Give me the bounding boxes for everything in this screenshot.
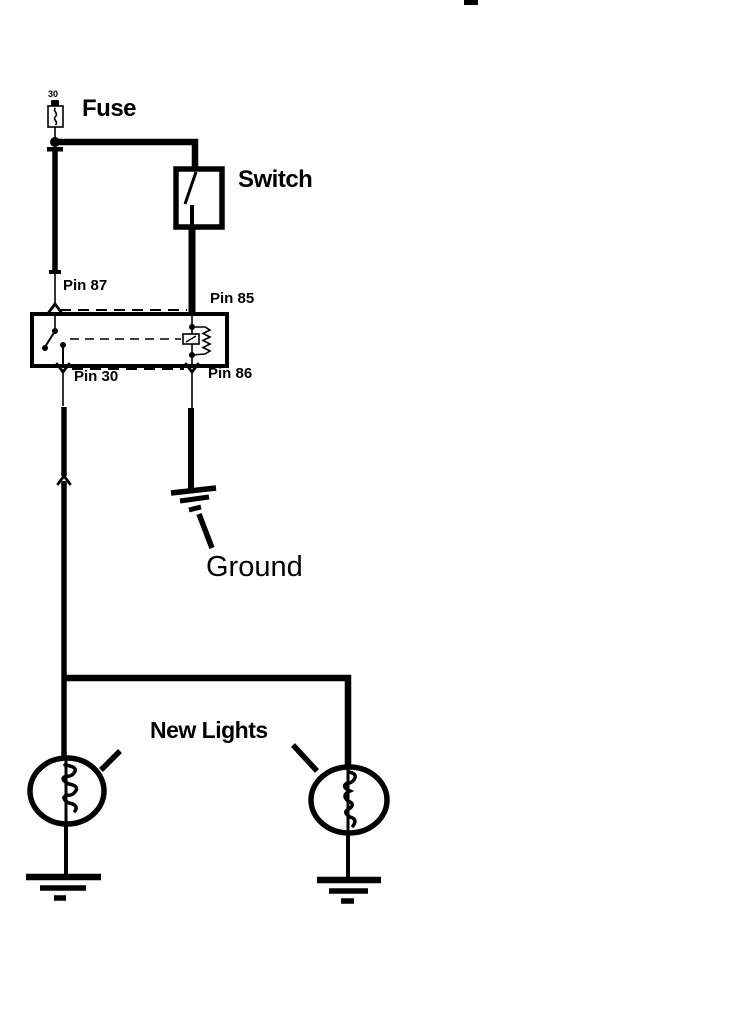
ground-symbol-relay	[170, 485, 217, 513]
right-lamp-icon	[308, 764, 390, 880]
new-lights-label: New Lights	[150, 717, 268, 743]
fuse-label: Fuse	[82, 95, 137, 122]
pin30-label: Pin 30	[74, 368, 119, 385]
top-edge-mark	[464, 0, 478, 5]
ground-symbol-left-lamp	[26, 873, 101, 901]
relay-contact-icon	[42, 316, 181, 364]
new-lights-leader-left	[99, 749, 122, 772]
wire-pin86-to-ground	[188, 373, 194, 489]
pin86-label: Pin 86	[208, 365, 253, 382]
relay-coil-icon	[182, 316, 212, 364]
wire-fuse-to-pin87	[47, 147, 63, 304]
wire-fuse-to-switch	[50, 137, 199, 171]
wire-direction-arrow-icon	[56, 473, 72, 486]
fuse-icon	[47, 100, 64, 139]
left-lamp-icon	[27, 755, 107, 877]
fuse-rating-label: 30	[47, 89, 58, 99]
pin86-arrow-icon	[184, 362, 200, 375]
ground-label: Ground	[206, 551, 303, 583]
pin85-label: Pin 85	[210, 290, 255, 307]
ground-leader-line	[196, 513, 215, 549]
ground-symbol-right-lamp	[317, 876, 381, 904]
pin87-arrow-icon	[47, 301, 63, 314]
wire-pin30-to-lights	[56, 373, 352, 770]
switch-icon	[173, 166, 225, 231]
new-lights-leader-right	[290, 743, 320, 773]
relay-box	[30, 309, 229, 370]
pin87-label: Pin 87	[63, 277, 108, 294]
switch-label: Switch	[238, 166, 313, 193]
pin30-arrow-icon	[55, 362, 71, 375]
